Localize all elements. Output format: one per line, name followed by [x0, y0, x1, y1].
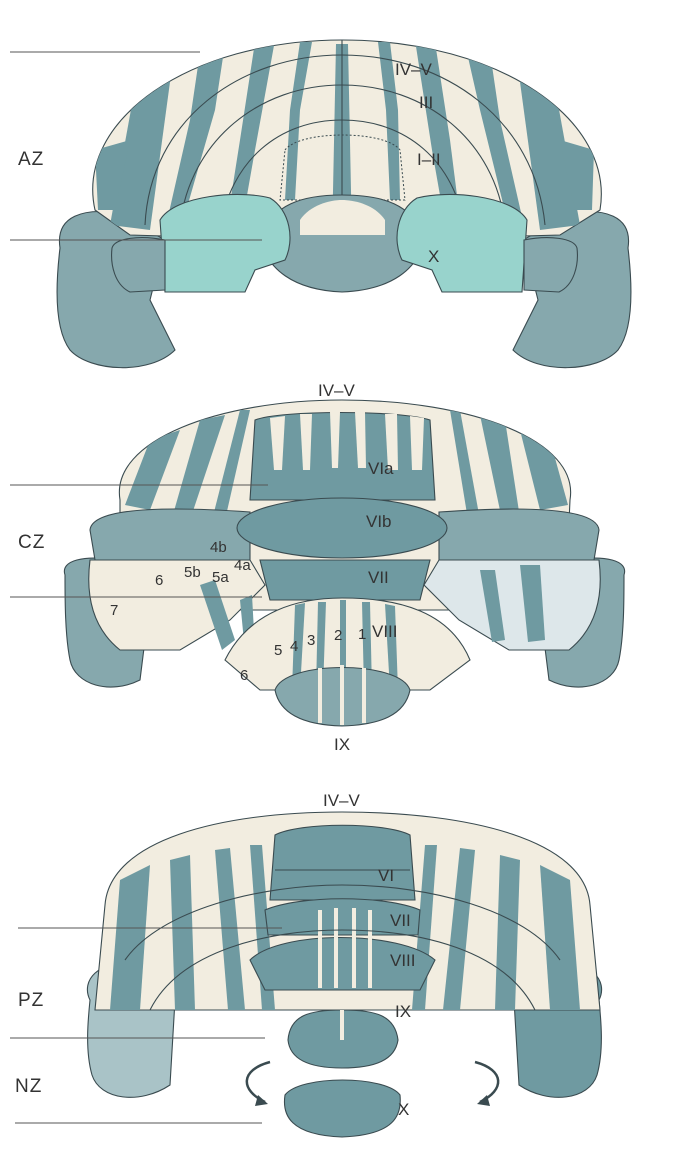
stripe-label-6-left: 6 [155, 572, 163, 589]
panel-az: AZ IV–V III I–II X [10, 40, 631, 368]
lobule-label-ix-pz: IX [395, 1002, 411, 1021]
right-flocculus-highlight [397, 194, 527, 292]
panel-pz-nz: PZ NZ IV–V VI VII VIII IX X [10, 791, 602, 1137]
lobule-label-ix-cz: IX [334, 735, 350, 754]
lobule-vii-cz [260, 560, 430, 600]
stripe-label-4a: 4a [234, 557, 251, 574]
stripe-label-4: 4 [290, 638, 298, 655]
zone-label-az: AZ [18, 149, 44, 170]
lobule-label-x-pz: X [398, 1100, 409, 1119]
lobule-label-i-ii-az: I–II [417, 150, 441, 169]
panel-cz: CZ IV–V VIa VIb VII VIII IX 4b 5b 5a 4a … [10, 381, 625, 754]
zone-label-cz: CZ [18, 532, 45, 553]
lobule-label-viii-cz: VIII [372, 622, 398, 641]
stripe-label-5: 5 [274, 642, 282, 659]
stripe-label-4b: 4b [210, 539, 227, 556]
lobule-vi [270, 825, 415, 900]
stripe-label-7: 7 [110, 602, 118, 619]
lobule-label-viii-pz: VIII [390, 951, 416, 970]
lobule-label-vi: VI [378, 866, 394, 885]
zone-label-pz: PZ [18, 990, 44, 1011]
lobule-label-iv-v-az: IV–V [395, 60, 433, 79]
lobule-label-x-az: X [428, 247, 439, 266]
lobule-label-iv-v-cz: IV–V [318, 381, 356, 400]
stripe-label-3: 3 [307, 632, 315, 649]
lobule-label-iii-az: III [419, 93, 433, 112]
lobule-vib [237, 498, 447, 558]
lobule-label-vii-cz: VII [368, 568, 389, 587]
stripe-label-5a: 5a [212, 569, 229, 586]
stripe-label-2: 2 [334, 627, 342, 644]
right-wing-cz [439, 509, 599, 560]
lobule-label-vii-pz: VII [390, 911, 411, 930]
left-flocculus-highlight [160, 194, 290, 292]
stripe-label-1: 1 [358, 626, 366, 643]
zone-label-nz: NZ [15, 1076, 42, 1097]
stripe-label-6-lower: 6 [240, 667, 248, 684]
stripe-label-5b: 5b [184, 564, 201, 581]
lobule-x-pz [284, 1080, 400, 1137]
lobule-label-vib: VIb [366, 512, 392, 531]
lobule-label-iv-v-pz: IV–V [323, 791, 361, 810]
lobule-label-via: VIa [368, 459, 394, 478]
